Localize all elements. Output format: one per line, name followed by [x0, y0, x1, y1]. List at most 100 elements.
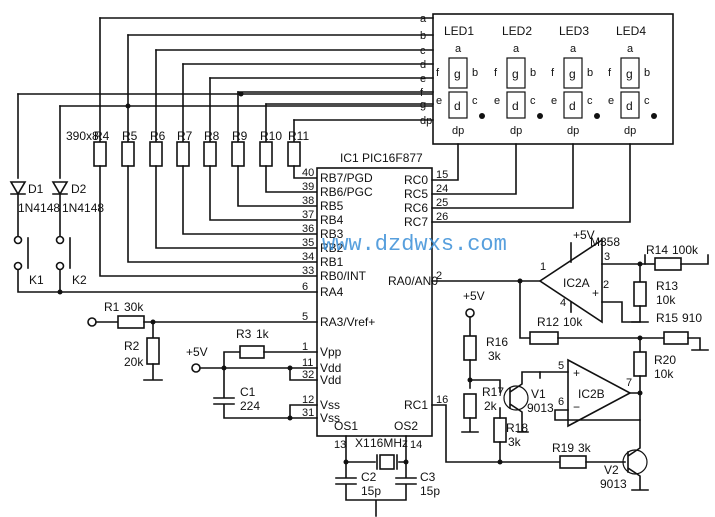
rc7-wire	[431, 143, 631, 223]
ic1-pin-num-10: 1	[302, 341, 308, 353]
ic1-rpin-num-2: 25	[436, 197, 448, 209]
r2-label: R2	[124, 339, 140, 353]
led-seg-a-2: a	[570, 43, 577, 55]
resistor-array-note: 390x8	[66, 129, 99, 143]
ic2b-plus: +	[573, 366, 580, 380]
ic1-rpin-num-0: 15	[436, 169, 448, 181]
r19-label: R19	[552, 441, 574, 455]
r12-left-wire	[519, 280, 531, 339]
ic1-bpin-num-1: 14	[410, 439, 422, 451]
led-top-digit-1	[506, 57, 526, 89]
rc5-wire	[431, 143, 517, 195]
res-label-R5: R5	[122, 129, 138, 143]
r14-right	[680, 254, 709, 265]
led-seg-c-2: c	[587, 95, 593, 107]
resistor-R9	[231, 141, 245, 167]
r2-resistor	[146, 337, 160, 365]
res-bottom-wire-R8	[209, 165, 318, 221]
bus-label-a: a	[420, 13, 427, 25]
bus-label-b: b	[420, 30, 426, 42]
ic1-pin-num-13: 12	[302, 394, 314, 406]
vcc-terminal-r16	[465, 308, 475, 318]
r12-resistor	[529, 331, 559, 345]
ic1-rpin-num-5: 16	[436, 394, 448, 406]
ic1-pin-name-11: Vdd	[320, 361, 341, 375]
vdd-32-wire	[289, 367, 318, 381]
led-dp-dot-2	[594, 113, 600, 119]
led-top-digit-2	[563, 57, 583, 89]
ic1-pin-num-11: 11	[302, 357, 313, 369]
ic1-pin-name-14: Vss	[320, 411, 340, 425]
led-top-digit-3	[620, 57, 640, 89]
r3-value: 1k	[256, 327, 270, 341]
ic1-pin-name-7: RB0/INT	[320, 269, 367, 283]
ic1-pin-name-13: Vss	[320, 398, 340, 412]
ic2b-plus-wire	[539, 371, 569, 379]
led-name-1: LED2	[502, 24, 532, 38]
bus-label-c: c	[420, 45, 426, 57]
led-seg-g-1: g	[512, 67, 519, 81]
led-bottom-digit-0	[448, 91, 468, 119]
x1-value: 16MHz	[370, 436, 408, 450]
led-seg-f-3: f	[608, 67, 612, 79]
ic2b-pin5: 5	[558, 360, 564, 372]
r17-value: 2k	[484, 399, 498, 413]
led-seg-dp-3: dp	[624, 125, 636, 137]
bus-label-d: d	[420, 59, 426, 71]
k1-contact-top	[13, 235, 23, 245]
ic1-rpin-num-1: 24	[436, 183, 448, 195]
led-seg-f-1: f	[494, 67, 498, 79]
ic1-pin-name-12: Vdd	[320, 373, 341, 387]
bus-label-dp: dp	[420, 115, 432, 127]
r15-resistor	[663, 331, 689, 345]
r18-label: R18	[506, 421, 528, 435]
rc6-wire	[431, 143, 574, 209]
r3-left-wire	[223, 351, 241, 369]
r2-ground	[143, 363, 163, 381]
ic2b-pin7: 7	[626, 377, 632, 389]
r20-resistor	[633, 351, 647, 377]
c2-c3-capacitors	[335, 461, 417, 517]
v1-base-wire	[469, 379, 501, 393]
ic2b-minus: −	[573, 400, 580, 414]
ic1-rpin-name-0: RC0	[404, 173, 428, 187]
led-dp-dot-1	[537, 113, 543, 119]
res-label-R10: R10	[260, 129, 282, 143]
ic1-pin-num-4: 36	[302, 223, 314, 235]
c3-label: C3	[420, 470, 436, 484]
d1-diode-symbol	[9, 181, 27, 196]
x1-plates	[376, 454, 398, 470]
led-seg-c-3: c	[644, 95, 650, 107]
junction-vss	[287, 415, 293, 421]
led-seg-dp-1: dp	[510, 125, 522, 137]
c1-label: C1	[240, 385, 256, 399]
r20-label: R20	[654, 353, 676, 367]
res-bottom-wire-R7	[182, 165, 318, 235]
led-seg-g-0: g	[454, 67, 461, 81]
ic1-pin-name-8: RA4	[320, 285, 344, 299]
r17-ground	[461, 417, 479, 433]
led-display-block	[432, 13, 674, 145]
ic2a-pin4: 4	[560, 297, 566, 309]
led-seg-dp-0: dp	[452, 125, 464, 137]
ic1-rpin-name-1: RC5	[404, 187, 428, 201]
res-bottom-wire-R6	[155, 165, 318, 249]
led-seg-d-0: d	[454, 99, 461, 113]
r16-label: R16	[486, 335, 508, 349]
res-label-R8: R8	[204, 129, 220, 143]
r14-value: 100k	[672, 243, 699, 257]
led-seg-c-0: c	[472, 95, 478, 107]
res-bottom-wire-R9	[237, 165, 318, 207]
ic2a-label: IC2A	[563, 276, 590, 290]
r15-ground	[687, 337, 709, 351]
r3-resistor	[239, 345, 265, 359]
ic2b-pin6: 6	[558, 396, 564, 408]
r20-value: 10k	[654, 367, 674, 381]
k1-contact-bottom	[13, 261, 23, 271]
r13-label: R13	[656, 279, 678, 293]
led-seg-f-2: f	[551, 67, 555, 79]
resistor-R10	[259, 141, 273, 167]
r19-resistor	[559, 455, 587, 469]
ic1-pin-name-2: RB5	[320, 199, 344, 213]
